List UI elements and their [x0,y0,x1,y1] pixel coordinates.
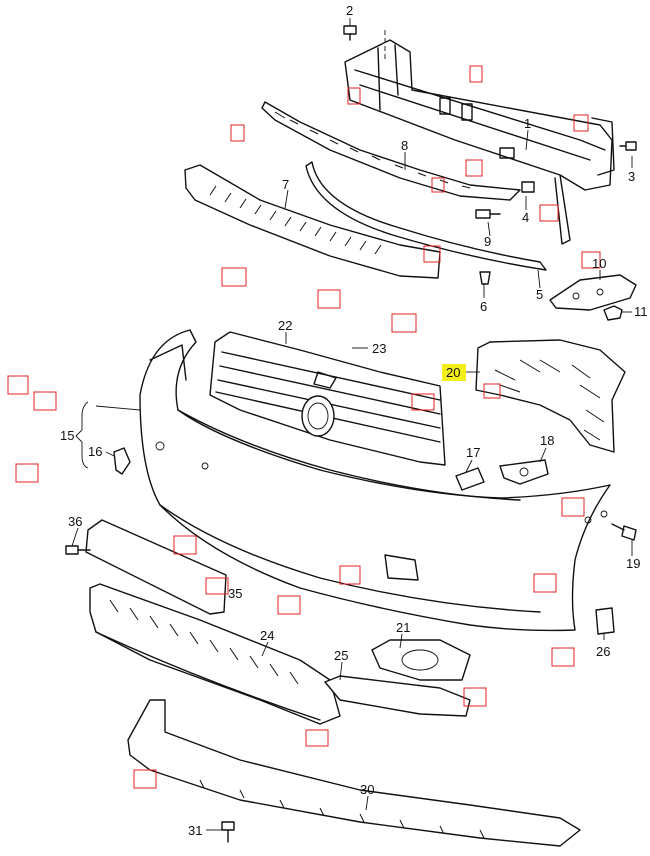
upper-grille[interactable] [209,331,446,466]
callout-35: 35 [228,586,242,601]
callout-labels: 2 1 3 4 5 6 7 8 9 10 11 22 23 20 15 16 1… [60,3,648,838]
clip-4[interactable] [521,181,535,193]
callout-31: 31 [188,823,202,838]
callout-20: 20 [446,365,460,380]
screw-9[interactable] [475,209,501,219]
callout-2: 2 [346,3,353,18]
callout-6: 6 [480,299,487,314]
callout-11: 11 [634,304,648,319]
cap-16[interactable] [113,447,131,475]
callout-5: 5 [536,287,543,302]
nut-11[interactable] [603,305,623,321]
callout-4: 4 [522,210,529,225]
licence-plate-holder-35[interactable] [85,519,227,615]
clip-26[interactable] [595,607,615,635]
callout-3: 3 [628,169,635,184]
callout-30: 30 [360,782,374,797]
screw-3[interactable] [619,141,637,151]
callout-17: 17 [466,445,480,460]
side-guide-bracket-10[interactable] [549,274,637,311]
callout-26: 26 [596,644,610,659]
bolt-2[interactable] [343,25,357,41]
callout-9: 9 [484,234,491,249]
callout-7: 7 [282,177,289,192]
callout-15: 15 [60,428,74,443]
callout-1: 1 [524,116,531,131]
callout-10: 10 [592,256,606,271]
screw-19[interactable] [611,523,637,541]
screw-31[interactable] [221,821,235,843]
cover-17[interactable] [455,467,485,491]
callout-19: 19 [626,556,640,571]
leader-lines [71,18,633,831]
bolt-36[interactable] [65,545,91,555]
callout-8: 8 [401,138,408,153]
callout-16: 16 [88,444,102,459]
callout-21: 21 [396,620,410,635]
red-marker-boxes [7,65,601,789]
lower-spoiler-30[interactable] [127,699,581,847]
fog-lamp-21[interactable] [371,639,471,681]
callout-20-highlight [442,364,466,381]
clip-6[interactable] [479,271,491,285]
callout-25: 25 [334,648,348,663]
bumper-reinforcement-beam[interactable] [344,30,615,245]
callout-22: 22 [278,318,292,333]
bumper-cover[interactable] [139,329,611,632]
callout-23: 23 [372,341,386,356]
cap-18[interactable] [499,459,549,485]
fog-lamp-trim-25[interactable] [324,675,471,717]
energy-absorber[interactable] [184,164,441,279]
lower-grille[interactable] [89,583,341,725]
callout-36: 36 [68,514,82,529]
trim-strip[interactable] [305,161,547,271]
callout-24: 24 [260,628,274,643]
callout-18: 18 [540,433,554,448]
